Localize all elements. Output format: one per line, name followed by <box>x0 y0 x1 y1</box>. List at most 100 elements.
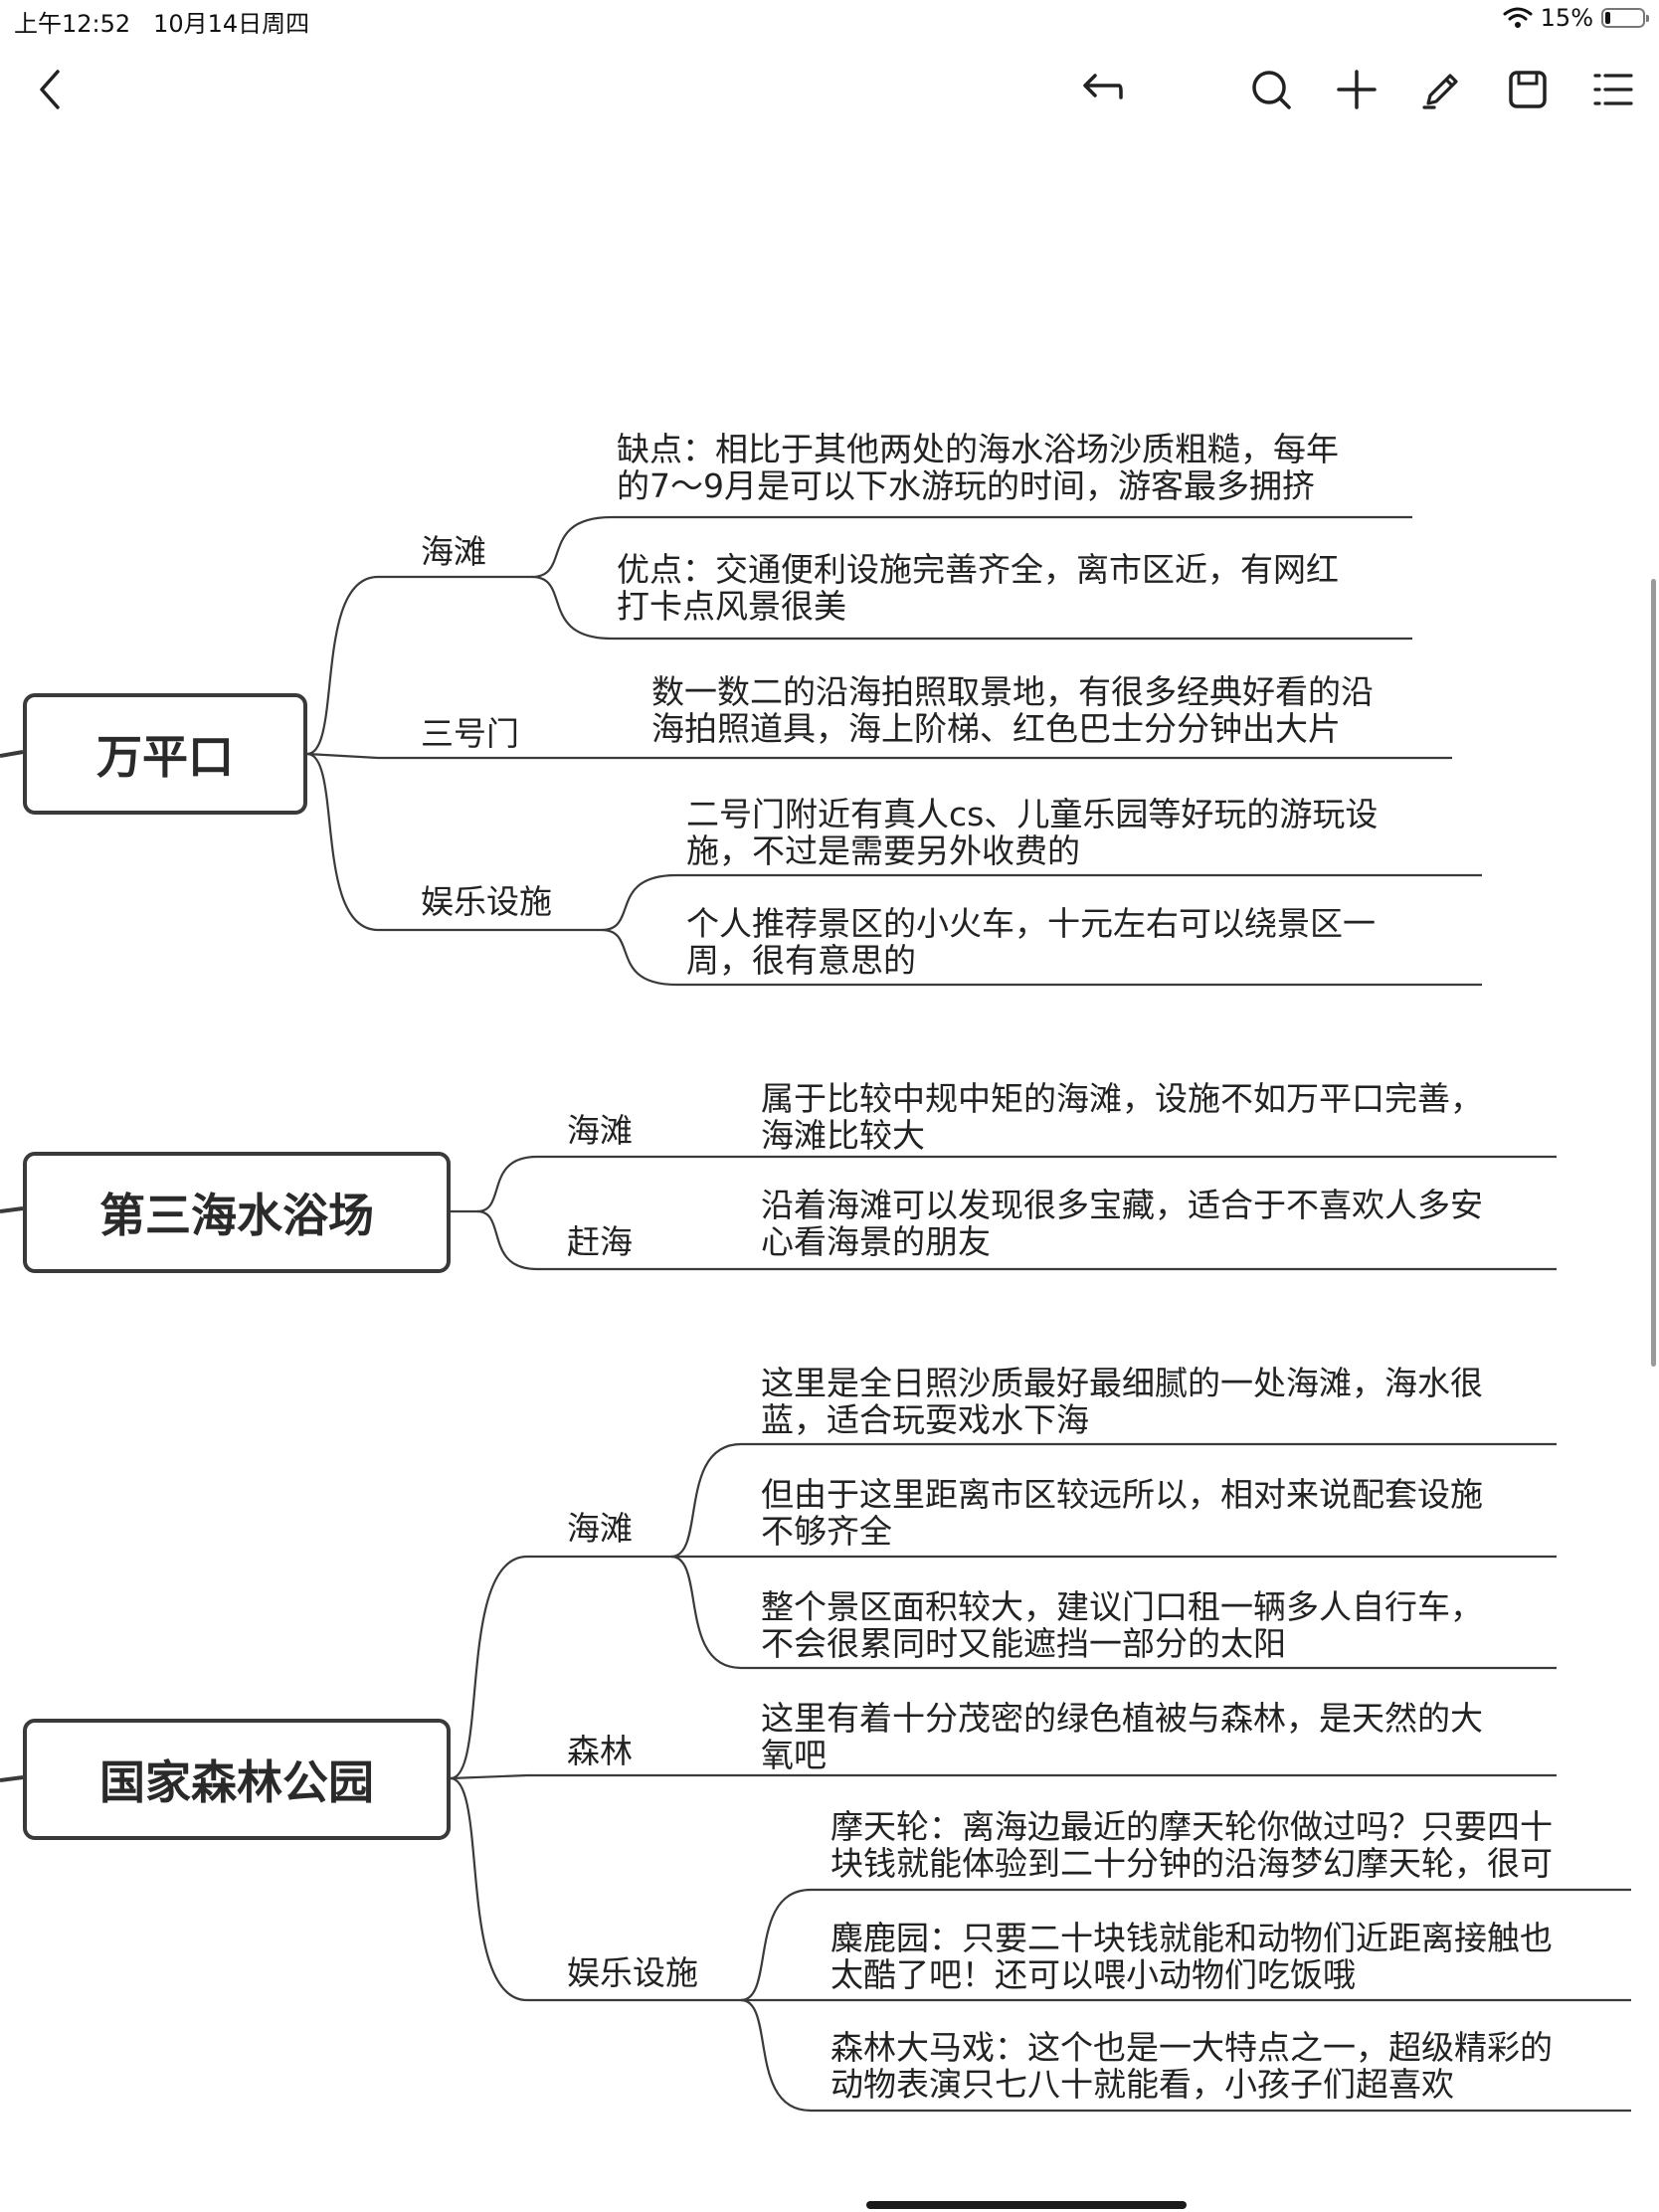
search-icon <box>1252 71 1291 109</box>
pen-button[interactable] <box>1412 55 1472 124</box>
branch-label[interactable]: 海滩 <box>567 1509 633 1548</box>
connector-line <box>450 1555 528 1780</box>
connector-line <box>601 928 677 987</box>
connector-line <box>740 1888 812 2002</box>
connector-line <box>531 575 613 641</box>
status-time: 上午12:52 10月14日周四 <box>14 4 309 39</box>
topic-title: 第三海水浴场 <box>99 1189 374 1242</box>
connector-line <box>670 1442 742 1559</box>
status-indicators: 15% <box>1503 4 1649 32</box>
topic-title: 国家森林公园 <box>99 1755 374 1809</box>
leaf-line: 海拍照道具，海上阶梯、红色巴士分分钟出大片 <box>651 709 1341 748</box>
leaf-line: 这里有着十分茂密的绿色植被与森林，是天然的大 <box>761 1699 1483 1738</box>
leaf-node[interactable]: 整个景区面积较大，建议门口租一辆多人自行车， 不会很累同时又能遮挡一部分的太阳 <box>761 1588 1483 1662</box>
leaf-node[interactable]: 属于比较中规中矩的海滩，设施不如万平口完善， 海滩比较大 <box>761 1080 1483 1154</box>
search-button[interactable] <box>1241 55 1301 124</box>
leaf-line: 这里是全日照沙质最好最细腻的一处海滩，海水很 <box>761 1364 1483 1402</box>
branch-label[interactable]: 海滩 <box>421 532 486 571</box>
leaf-line: 动物表演只七八十就能看，小孩子们超喜欢 <box>830 2065 1454 2104</box>
branch-label[interactable]: 娱乐设施 <box>567 1953 698 1992</box>
connector-line <box>0 1775 24 1782</box>
connector-line <box>306 752 379 932</box>
add-button[interactable] <box>1327 55 1386 124</box>
leaf-node[interactable]: 摩天轮：离海边最近的摩天轮你做过吗？只要四十 块钱就能体验到二十分钟的沿海梦幻摩… <box>830 1808 1553 1882</box>
leaf-node[interactable]: 麋鹿园：只要二十块钱就能和动物们近距离接触也 太酷了吧！还可以喂小动物们吃饭哦 <box>830 1920 1553 1993</box>
leaf-line: 森林大马戏：这个也是一大特点之一，超级精彩的 <box>830 2028 1553 2067</box>
leaf-node[interactable]: 优点：交通便利设施完善齐全，离市区近，有网红 打卡点风景很美 <box>617 551 1339 625</box>
leaf-line: 数一数二的沿海拍照取景地，有很多经典好看的沿 <box>651 672 1374 711</box>
save-button[interactable] <box>1498 55 1558 124</box>
connector-line <box>450 1773 1557 1780</box>
topic-node-third-bathing-beach[interactable]: 第三海水浴场 <box>23 1152 451 1273</box>
connector-line <box>670 1555 742 1670</box>
status-time-text: 上午12:52 <box>14 10 131 38</box>
menu-icon <box>1593 74 1633 105</box>
leaf-line: 海滩比较大 <box>761 1116 925 1155</box>
undo-icon <box>1083 74 1123 99</box>
connector-line <box>450 1776 528 2002</box>
home-indicator[interactable] <box>866 2201 1187 2209</box>
leaf-line: 摩天轮：离海边最近的摩天轮你做过吗？只要四十 <box>830 1807 1553 1846</box>
leaf-line: 蓝，适合玩耍戏水下海 <box>761 1400 1089 1439</box>
leaf-line: 不会很累同时又能遮挡一部分的太阳 <box>761 1624 1286 1663</box>
plus-icon <box>1337 70 1377 109</box>
connector-line <box>306 752 1452 760</box>
save-icon <box>1509 71 1547 108</box>
leaf-line: 整个景区面积较大，建议门口租一辆多人自行车， <box>761 1587 1483 1626</box>
leaf-line: 不够齐全 <box>761 1512 892 1551</box>
leaf-node[interactable]: 数一数二的沿海拍照取景地，有很多经典好看的沿 海拍照道具，海上阶梯、红色巴士分分… <box>651 673 1374 747</box>
pen-icon <box>1422 74 1458 109</box>
leaf-line: 但由于这里距离市区较远所以，相对来说配套设施 <box>761 1475 1483 1514</box>
leaf-line: 属于比较中规中矩的海滩，设施不如万平口完善， <box>761 1079 1483 1118</box>
battery-percent: 15% <box>1540 4 1593 32</box>
leaf-line: 氧吧 <box>761 1736 827 1774</box>
back-chevron-icon <box>40 70 60 109</box>
connector-line <box>601 873 677 932</box>
back-button[interactable] <box>22 55 82 124</box>
connector-line <box>306 575 379 756</box>
leaf-node[interactable]: 二号门附近有真人cs、儿童乐园等好玩的游玩设 施，不过是需要另外收费的 <box>686 796 1378 869</box>
leaf-node[interactable]: 森林大马戏：这个也是一大特点之一，超级精彩的 动物表演只七八十就能看，小孩子们超… <box>830 2029 1553 2103</box>
leaf-line: 麋鹿园：只要二十块钱就能和动物们近距离接触也 <box>830 1919 1553 1957</box>
connector-line <box>0 750 24 758</box>
connector-line <box>476 1209 538 1271</box>
leaf-line: 太酷了吧！还可以喂小动物们吃饭哦 <box>830 1955 1356 1994</box>
leaf-node[interactable]: 个人推荐景区的小火车，十元左右可以绕景区一 周，很有意思的 <box>686 905 1376 979</box>
leaf-line: 个人推荐景区的小火车，十元左右可以绕景区一 <box>686 904 1376 943</box>
connector-line <box>0 1206 24 1213</box>
wifi-icon <box>1503 7 1533 28</box>
leaf-node[interactable]: 沿着海滩可以发现很多宝藏，适合于不喜欢人多安 心看海景的朋友 <box>761 1187 1483 1260</box>
topic-title: 万平口 <box>96 730 234 784</box>
branch-label[interactable]: 海滩 <box>567 1111 633 1150</box>
leaf-node[interactable]: 缺点：相比于其他两处的海水浴场沙质粗糙，每年 的7～9月是可以下水游玩的时间，游… <box>617 431 1339 504</box>
leaf-line: 沿着海滩可以发现很多宝藏，适合于不喜欢人多安 <box>761 1186 1483 1224</box>
leaf-line: 周，很有意思的 <box>686 941 916 980</box>
connector-line <box>531 515 613 579</box>
branch-label[interactable]: 森林 <box>567 1732 633 1770</box>
battery-icon <box>1601 8 1649 28</box>
topic-node-wanpingkou[interactable]: 万平口 <box>23 693 307 815</box>
leaf-line: 缺点：相比于其他两处的海水浴场沙质粗糙，每年 <box>617 430 1339 468</box>
menu-button[interactable] <box>1583 55 1643 124</box>
connector-line <box>476 1155 538 1213</box>
leaf-line: 优点：交通便利设施完善齐全，离市区近，有网红 <box>617 550 1339 589</box>
topic-node-national-forest-park[interactable]: 国家森林公园 <box>23 1719 451 1840</box>
leaf-line: 施，不过是需要另外收费的 <box>686 831 1080 870</box>
undo-button[interactable] <box>1071 55 1131 124</box>
connector-line <box>740 1998 812 2113</box>
status-bar: 上午12:52 10月14日周四 15% <box>0 0 1659 40</box>
leaf-node[interactable]: 但由于这里距离市区较远所以，相对来说配套设施 不够齐全 <box>761 1476 1483 1550</box>
leaf-line: 心看海景的朋友 <box>761 1222 991 1261</box>
branch-label[interactable]: 娱乐设施 <box>421 882 552 921</box>
vertical-scrollbar[interactable] <box>1651 579 1656 1367</box>
leaf-node[interactable]: 这里有着十分茂密的绿色植被与森林，是天然的大 氧吧 <box>761 1700 1483 1773</box>
leaf-node[interactable]: 这里是全日照沙质最好最细腻的一处海滩，海水很 蓝，适合玩耍戏水下海 <box>761 1365 1483 1438</box>
leaf-line: 的7～9月是可以下水游玩的时间，游客最多拥挤 <box>617 466 1315 505</box>
branch-label[interactable]: 三号门 <box>421 714 519 753</box>
leaf-line: 二号门附近有真人cs、儿童乐园等好玩的游玩设 <box>686 795 1379 833</box>
branch-label[interactable]: 赶海 <box>567 1222 633 1261</box>
battery-level-fill <box>1605 12 1610 24</box>
status-date-text: 10月14日周四 <box>153 10 310 38</box>
